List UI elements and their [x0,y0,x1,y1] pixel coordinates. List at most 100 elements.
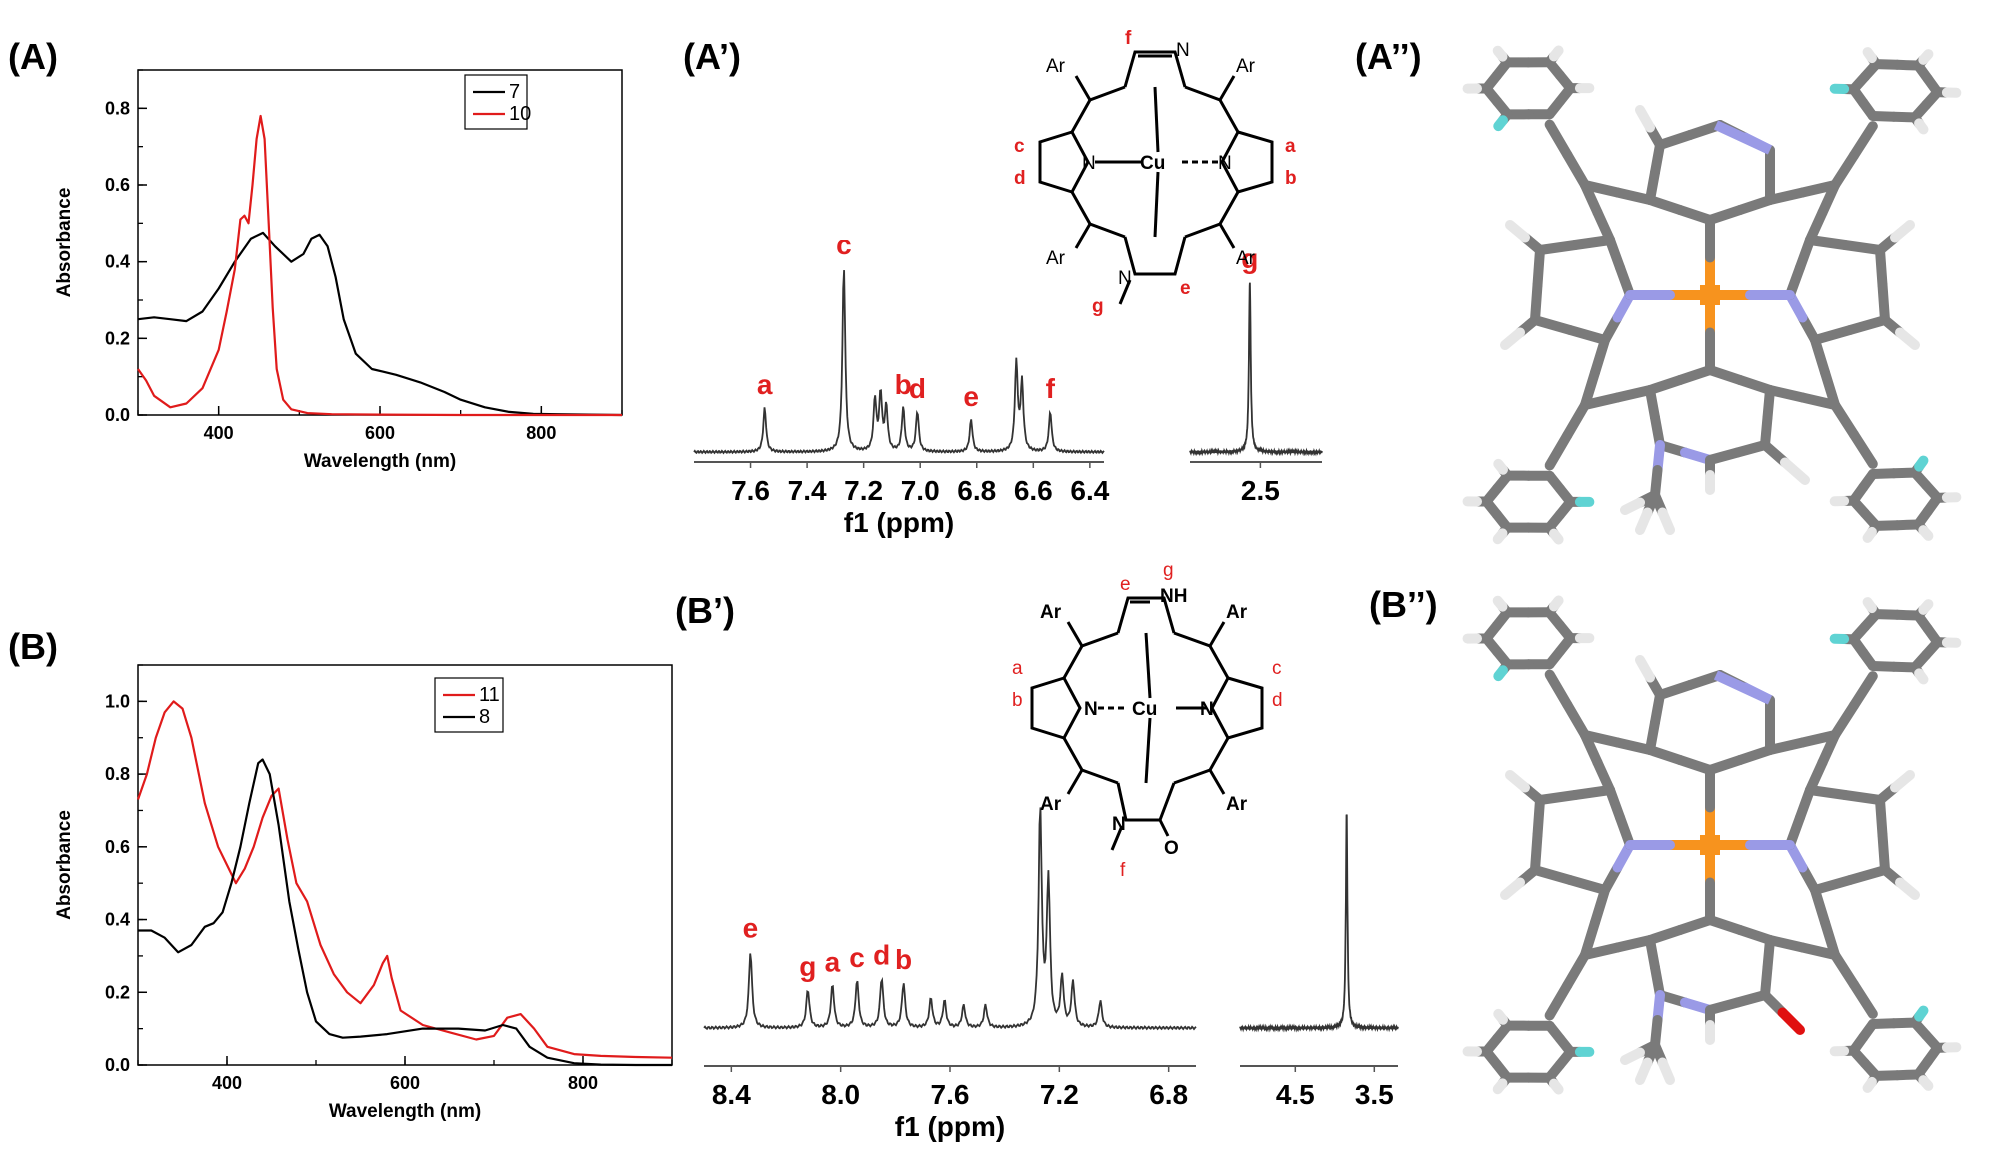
bond-meso [1590,335,1610,378]
nmr-tick-label: 6.8 [1149,1079,1188,1110]
peak-label-g: g [1241,243,1258,274]
bond-fluorine [1493,665,1508,682]
bond-left [1530,865,1575,885]
crystal-structure-a-double-prime [1462,45,1962,545]
bond-meso [1810,885,1830,928]
bond-h [1890,220,1915,243]
label-c: c [1272,658,1282,679]
bond-phenyl [1858,1019,1878,1043]
bond-meso [1765,737,1808,755]
plot-frame [137,69,623,416]
bond-aryl [1848,979,1878,1019]
bond-top [1705,755,1745,775]
bond-h [1548,528,1564,545]
y-tick-label: 0.6 [105,837,130,857]
bond-aryl [1848,671,1878,711]
bond-right [1840,240,1885,255]
aryl-top-left: Ar [1040,602,1062,623]
x-tick-label: 400 [204,423,234,443]
bond-left [1535,240,1580,255]
bond-top [1645,745,1685,765]
bond-meso [1580,367,1600,410]
bond-h [1548,1078,1564,1095]
nmr-trace-inset [1189,282,1323,457]
bond-aryl [1848,121,1878,161]
bond-fluorine [1914,1005,1929,1022]
bond-meso [1765,935,1808,953]
bond-meso [1590,885,1610,928]
bond-h [1635,105,1655,133]
bond-h [1657,507,1675,535]
nmr-tick-label: 6.4 [1070,475,1109,506]
bond-aryl [1830,950,1859,990]
bond-aryl [1544,119,1573,160]
bond-left [1530,315,1575,335]
bond-h [1492,45,1508,62]
peak-label-a: a [757,369,773,400]
atom-n-left: N [1082,153,1096,174]
nmr-tick-label: 7.6 [731,475,770,506]
bond-h [1635,507,1653,535]
bond-h [1780,457,1810,485]
bond-left [1530,280,1543,325]
bond-meso [1592,757,1615,795]
atom-nh: NH [1160,586,1187,607]
peak-label-f: f [1046,373,1056,404]
bond-left [1570,785,1615,800]
bond-fluorine [1493,115,1508,132]
bond-h [1862,597,1877,614]
atom-n-right: N [1200,699,1214,720]
y-tick-label: 0.4 [105,252,130,272]
bond-top [1675,205,1715,225]
label-g: g [1092,296,1104,317]
bond-left [1530,830,1543,875]
bond-h [1505,220,1530,243]
bond-top [1675,755,1715,775]
nmr-tick-label: 3.5 [1355,1079,1394,1110]
bond-right [1840,790,1885,805]
peak-label-e: e [963,381,979,412]
bond-h [1492,1078,1508,1095]
bond-meso [1805,757,1828,795]
atom-cu: Cu [1132,699,1157,720]
bond-meso [1580,730,1603,768]
bond-h [1914,668,1929,685]
label-f: f [1120,860,1126,881]
bond-left [1565,875,1610,895]
peak-label-d: d [873,940,890,971]
peak-label-g: g [799,951,816,982]
bond-meso [1765,385,1808,403]
bond-aryl [1544,430,1573,471]
bond-phenyl [1858,469,1878,493]
peak-label-c: c [836,240,852,260]
bond-meso [1805,207,1828,245]
series-line-7 [137,231,623,417]
bond-right [1810,325,1855,345]
bond-h [1635,1057,1653,1085]
y-tick-label: 0.2 [105,328,130,348]
bond-right [1845,865,1890,885]
bond-h [1895,877,1920,900]
bond-carbonyl [1777,1007,1805,1035]
peak-label-e: e [743,913,759,944]
bond-bottom [1645,925,1685,945]
bond-top [1685,120,1725,140]
bond-right [1805,235,1850,250]
x-axis-label: Wavelength (nm) [304,451,456,472]
bond-aryl [1830,150,1859,190]
aryl-bottom-right: Ar [1226,794,1248,815]
label-d: d [1014,168,1026,189]
label-e: e [1180,278,1191,299]
nmr-tick-label: 7.4 [788,475,827,506]
series-line-11 [136,700,673,1059]
bond-h [1657,1057,1675,1085]
label-d: d [1272,690,1283,711]
bond-aryl [1562,400,1590,441]
nmr-axis-label: f1 (ppm) [844,507,954,538]
aryl-top-right: Ar [1226,602,1248,623]
bond-h [1548,595,1564,612]
y-tick-label: 0.8 [105,98,130,118]
peak-label-c: c [849,942,865,973]
copper-atom [1700,835,1720,855]
bond-bottom [1705,915,1745,935]
